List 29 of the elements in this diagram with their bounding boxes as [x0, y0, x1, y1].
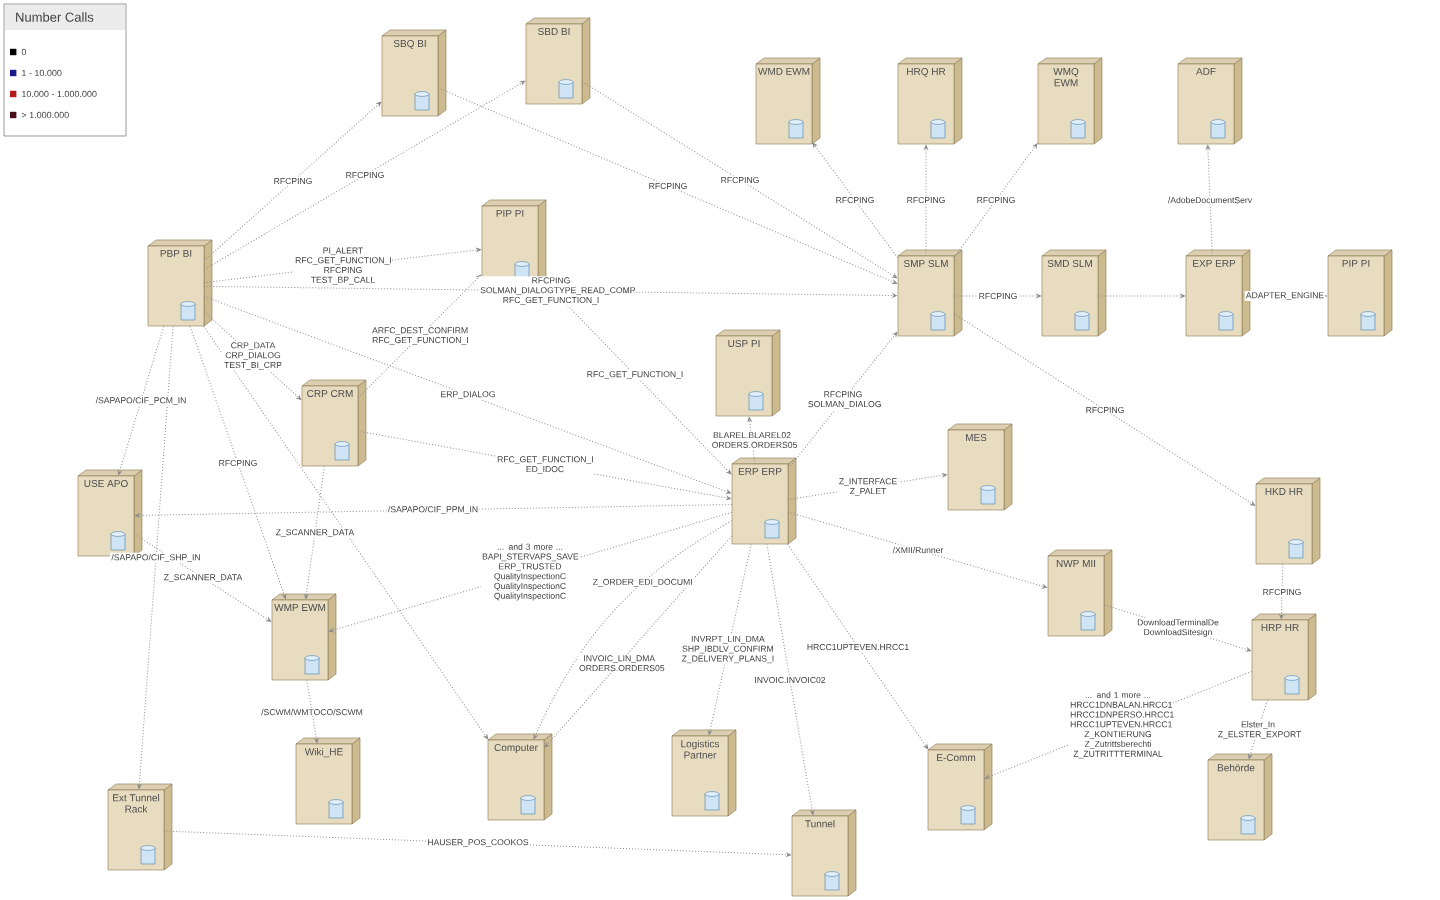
connector: [953, 313, 1256, 506]
connector: [437, 87, 898, 284]
connector: [953, 143, 1038, 258]
connector: [117, 325, 165, 475]
connector: [203, 325, 489, 740]
connector: [357, 274, 482, 399]
connector: [137, 325, 174, 789]
connector: [812, 142, 899, 259]
connector: [1097, 294, 1185, 298]
connector: [707, 543, 752, 735]
connector: [203, 296, 732, 494]
connector: [306, 679, 319, 743]
connector: [787, 511, 1047, 589]
connector: [924, 145, 928, 257]
connector: [766, 543, 815, 815]
connector: [581, 81, 898, 279]
connector: [203, 311, 302, 400]
connector: [747, 417, 756, 465]
connector: [1279, 563, 1284, 619]
connector: [304, 465, 325, 599]
connector: [537, 274, 732, 475]
connector: [1205, 145, 1213, 257]
connector: [787, 543, 929, 750]
connector: [203, 80, 526, 270]
connector: [189, 325, 287, 599]
connector: [1248, 699, 1268, 759]
connector: [203, 101, 382, 262]
connector: [133, 533, 272, 622]
connector: [787, 331, 898, 470]
